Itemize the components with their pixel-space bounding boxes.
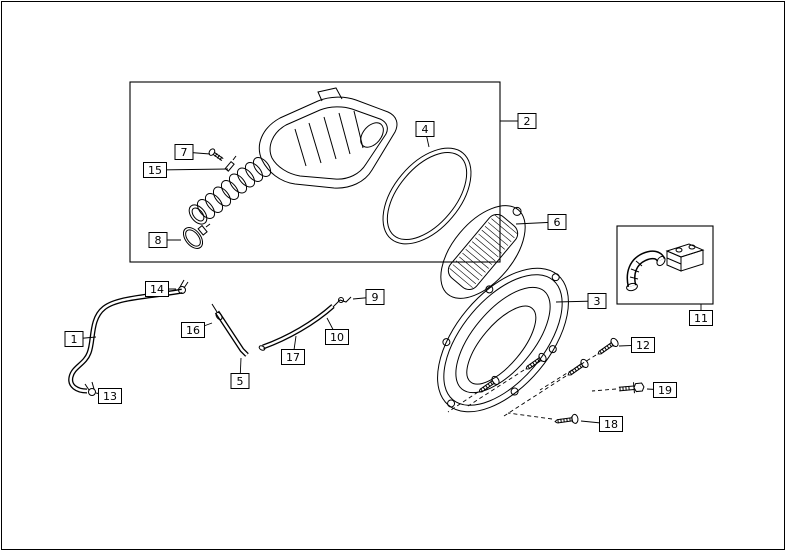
- callout-11[interactable]: 11: [689, 304, 713, 326]
- callout-box[interactable]: [143, 162, 167, 178]
- air-cleaner-cover-drawing: [258, 87, 398, 189]
- callout-number: 12: [636, 339, 650, 352]
- callout-box[interactable]: [64, 331, 84, 347]
- callout-box[interactable]: [689, 310, 713, 326]
- callout-number: 4: [422, 123, 429, 136]
- screw-7-drawing: [208, 148, 224, 161]
- callout-number: 16: [186, 324, 200, 337]
- callout-number: 18: [604, 418, 618, 431]
- callout-box[interactable]: [631, 337, 655, 353]
- assembly-guide-lines: [447, 354, 617, 420]
- flange-bolt-19-drawing: [618, 382, 645, 394]
- callout-number: 13: [103, 390, 117, 403]
- callout-box[interactable]: [587, 293, 607, 309]
- callout-box[interactable]: [181, 322, 205, 338]
- callout-1[interactable]: 1: [64, 331, 97, 347]
- callout-box[interactable]: [517, 113, 537, 129]
- hose-clamp-drawing: [182, 223, 211, 249]
- callout-13[interactable]: 13: [95, 388, 122, 404]
- callout-box[interactable]: [365, 289, 385, 305]
- connector-9-drawing: [332, 296, 352, 308]
- callout-box[interactable]: [174, 144, 194, 160]
- callout-box[interactable]: [148, 232, 168, 248]
- callout-box[interactable]: [325, 329, 349, 345]
- callout-17[interactable]: 17: [281, 335, 305, 365]
- callout-leader-line: [154, 168, 229, 171]
- callout-number: 3: [594, 295, 601, 308]
- callout-9[interactable]: 9: [352, 289, 385, 305]
- callout-box[interactable]: [653, 382, 677, 398]
- callout-12[interactable]: 12: [618, 337, 655, 353]
- callout-box[interactable]: [98, 388, 122, 404]
- filter-hatching: [449, 214, 518, 288]
- secondary-parts-group-box: [616, 225, 714, 305]
- callout-number: 7: [181, 146, 188, 159]
- callout-box[interactable]: [599, 416, 623, 432]
- callout-number: 19: [658, 384, 672, 397]
- callout-7[interactable]: 7: [174, 144, 211, 160]
- clip-14-drawing: [178, 279, 189, 294]
- drain-hose-drawing: [258, 304, 335, 351]
- callout-number: 5: [237, 375, 244, 388]
- callout-number: 11: [694, 312, 708, 325]
- callout-box[interactable]: [145, 281, 169, 297]
- elbow-hose-drawing: [626, 250, 666, 292]
- callout-number: 9: [372, 291, 379, 304]
- callout-number: 1: [71, 333, 78, 346]
- callout-box[interactable]: [415, 121, 435, 137]
- callout-10[interactable]: 10: [325, 317, 349, 345]
- callout-number: 2: [524, 115, 531, 128]
- callout-number: 10: [330, 331, 344, 344]
- callout-number: 14: [150, 283, 164, 296]
- cover-assembly-group-box: [129, 81, 501, 263]
- callout-5[interactable]: 5: [230, 357, 250, 389]
- secondary-air-valve-drawing: [665, 243, 705, 272]
- filter-housing-drawing: [437, 267, 569, 413]
- callout-6[interactable]: 6: [515, 214, 567, 230]
- callout-number: 8: [155, 234, 162, 247]
- intake-duct-drawing: [188, 157, 272, 225]
- callout-4[interactable]: 4: [415, 121, 435, 148]
- callout-15[interactable]: 15: [143, 162, 229, 178]
- clip-13-drawing: [84, 381, 96, 396]
- callout-2[interactable]: 2: [500, 113, 537, 129]
- callout-3[interactable]: 3: [555, 293, 607, 309]
- filter-element-drawing: [440, 205, 526, 299]
- callout-number: 15: [148, 164, 162, 177]
- callout-box[interactable]: [281, 349, 305, 365]
- callout-19[interactable]: 19: [646, 382, 677, 398]
- vent-pipe-drawing: [211, 303, 249, 357]
- gasket-drawing: [382, 147, 472, 245]
- callout-14[interactable]: 14: [145, 281, 177, 297]
- callout-box[interactable]: [547, 214, 567, 230]
- callout-box[interactable]: [230, 373, 250, 389]
- clip-15-drawing: [224, 155, 237, 172]
- callout-8[interactable]: 8: [148, 232, 181, 248]
- callout-number: 6: [554, 216, 561, 229]
- breather-hose-drawing: [68, 288, 183, 394]
- callout-16[interactable]: 16: [181, 322, 213, 338]
- callout-number: 17: [286, 351, 300, 364]
- callout-18[interactable]: 18: [580, 416, 623, 432]
